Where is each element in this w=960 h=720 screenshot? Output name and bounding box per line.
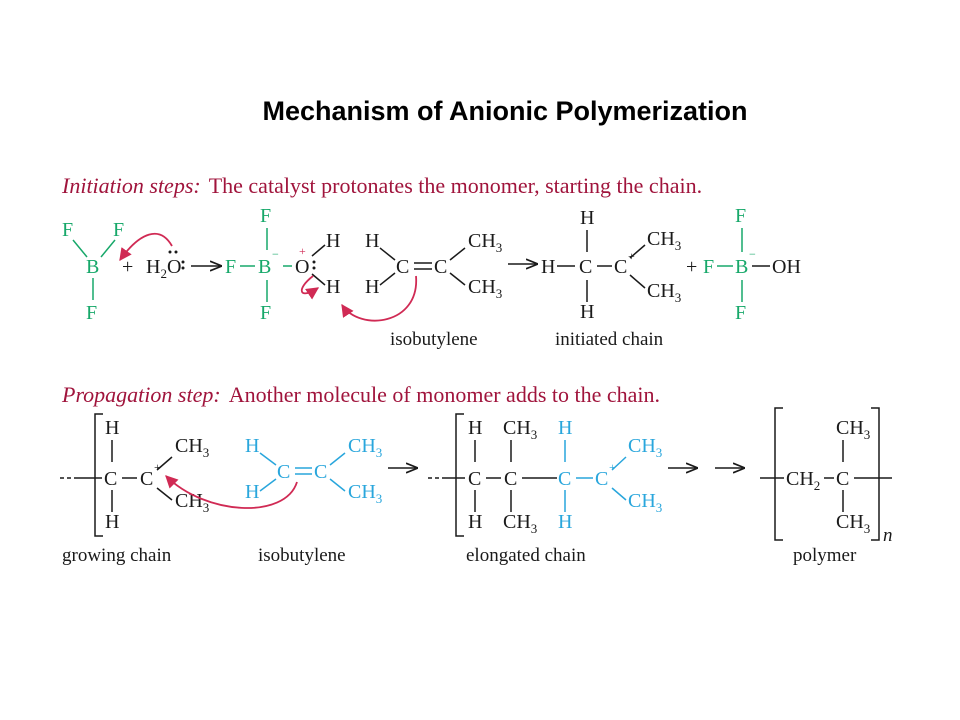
svg-text:H: H xyxy=(326,230,340,252)
svg-text:H: H xyxy=(468,511,482,533)
svg-text:C: C xyxy=(579,256,592,278)
svg-text:H: H xyxy=(105,511,119,533)
electron-arrow-4 xyxy=(165,475,298,509)
svg-text:CH3: CH3 xyxy=(348,481,382,506)
isobutylene-label-2: isobutylene xyxy=(258,545,346,566)
svg-text:H: H xyxy=(558,417,572,439)
svg-text:CH3: CH3 xyxy=(175,435,209,460)
svg-text:H: H xyxy=(580,207,594,229)
svg-text:+: + xyxy=(154,460,161,474)
svg-text:CH3: CH3 xyxy=(468,276,502,301)
initiation-heading-label: Initiation steps: xyxy=(61,173,201,198)
svg-text:H: H xyxy=(558,511,572,533)
svg-text:CH3: CH3 xyxy=(503,417,537,442)
svg-text:F: F xyxy=(86,302,97,324)
isobutylene-molecule-1: H H C C CH3 CH3 xyxy=(365,230,502,301)
initiated-chain-molecule: H H C H C + CH3 CH3 xyxy=(541,207,681,323)
svg-text:C: C xyxy=(595,468,608,490)
svg-text:F: F xyxy=(735,205,746,227)
water-molecule: H2O xyxy=(146,250,185,281)
svg-text:F: F xyxy=(260,205,271,227)
svg-text:CH3: CH3 xyxy=(628,435,662,460)
svg-text:C: C xyxy=(396,256,409,278)
svg-text:O: O xyxy=(295,256,309,278)
svg-text:F: F xyxy=(62,219,73,241)
svg-text:B: B xyxy=(86,256,99,278)
svg-text:C: C xyxy=(468,468,481,490)
svg-text:F: F xyxy=(260,302,271,324)
bf3oh-anion: + F F B − F OH xyxy=(686,205,801,324)
svg-text:C: C xyxy=(504,468,517,490)
svg-text:CH3: CH3 xyxy=(628,490,662,515)
svg-text:CH3: CH3 xyxy=(836,417,870,442)
svg-text:CH3: CH3 xyxy=(836,511,870,536)
svg-text:H: H xyxy=(105,417,119,439)
svg-text:C: C xyxy=(614,256,627,278)
propagation-heading: Propagation step: Another molecule of mon… xyxy=(61,382,660,407)
svg-text:+: + xyxy=(686,256,697,278)
svg-text:OH: OH xyxy=(772,256,801,278)
svg-text:CH3: CH3 xyxy=(503,511,537,536)
svg-text:F: F xyxy=(113,219,124,241)
svg-text:CH3: CH3 xyxy=(647,228,681,253)
electron-arrow-3 xyxy=(341,275,417,322)
electron-arrow-1 xyxy=(119,233,173,262)
svg-text:−: − xyxy=(749,247,756,261)
svg-text:F: F xyxy=(735,302,746,324)
svg-text:C: C xyxy=(104,468,117,490)
polymer-molecule: CH2 CH3 C CH3 xyxy=(760,407,892,541)
svg-text:H: H xyxy=(468,417,482,439)
page-title: Mechanism of Anionic Polymerization xyxy=(262,96,748,126)
svg-text:H2O: H2O xyxy=(146,256,181,281)
svg-text:F: F xyxy=(703,256,714,278)
bf3-molecule: F F B F xyxy=(62,219,124,324)
svg-text:F: F xyxy=(225,256,236,278)
svg-text:C: C xyxy=(434,256,447,278)
svg-text:C: C xyxy=(558,468,571,490)
svg-text:B: B xyxy=(735,256,748,278)
svg-text:H: H xyxy=(365,230,379,252)
bf3-water-complex: F F B − F O + H H xyxy=(225,205,340,324)
polymer-repeat-subscript: n xyxy=(883,525,893,546)
svg-text:H: H xyxy=(541,256,555,278)
svg-text:B: B xyxy=(258,256,271,278)
isobutylene-molecule-2: H H C C CH3 CH3 xyxy=(245,435,382,506)
svg-text:H: H xyxy=(365,276,379,298)
svg-text:CH3: CH3 xyxy=(468,230,502,255)
polymer-label: polymer xyxy=(793,545,857,566)
svg-text:CH3: CH3 xyxy=(647,280,681,305)
svg-text:+: + xyxy=(299,244,306,258)
initiation-heading: Initiation steps: The catalyst protonates… xyxy=(61,173,702,198)
initiated-chain-label: initiated chain xyxy=(555,329,664,350)
svg-text:+: + xyxy=(609,460,616,474)
svg-text:C: C xyxy=(277,461,290,483)
svg-text:−: − xyxy=(272,247,279,261)
svg-text:C: C xyxy=(314,461,327,483)
svg-text:H: H xyxy=(580,301,594,323)
growing-chain-label: growing chain xyxy=(62,545,172,566)
propagation-heading-label: Propagation step: xyxy=(61,382,221,407)
propagation-heading-text: Another molecule of monomer adds to the … xyxy=(229,382,660,407)
electron-arrow-2 xyxy=(301,275,320,300)
svg-text:CH3: CH3 xyxy=(348,435,382,460)
elongated-chain-molecule: H C H CH3 C CH3 H C H C + CH3 CH3 xyxy=(428,413,662,537)
svg-text:H: H xyxy=(245,481,259,503)
isobutylene-label-1: isobutylene xyxy=(390,329,478,350)
growing-chain-molecule: H C H C + CH3 CH3 xyxy=(60,413,209,537)
elongated-chain-label: elongated chain xyxy=(466,545,586,566)
svg-text:CH2: CH2 xyxy=(786,468,820,493)
svg-text:C: C xyxy=(140,468,153,490)
svg-text:+: + xyxy=(122,256,133,278)
svg-text:H: H xyxy=(326,276,340,298)
svg-text:H: H xyxy=(245,435,259,457)
initiation-heading-text: The catalyst protonates the monomer, sta… xyxy=(209,173,702,198)
svg-text:C: C xyxy=(836,468,849,490)
